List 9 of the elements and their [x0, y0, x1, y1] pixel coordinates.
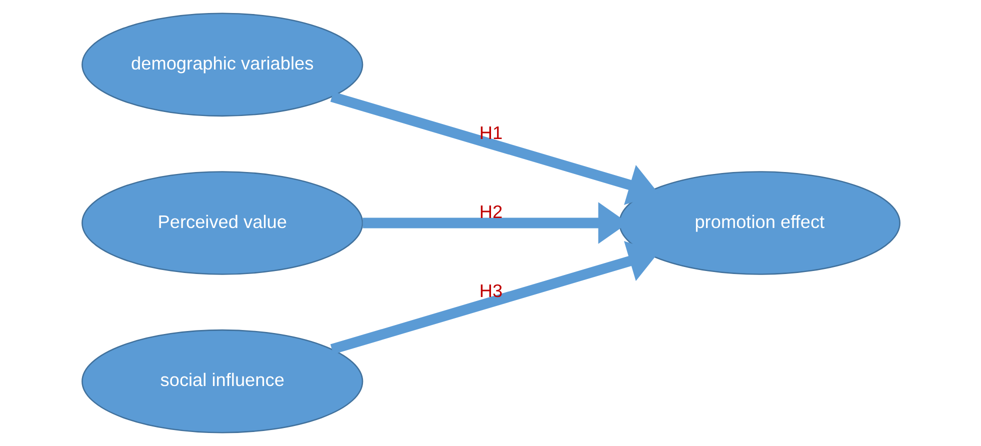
edge-label: H3: [478, 281, 502, 302]
node-ellipse: promotion effect: [618, 171, 900, 275]
arrow: [330, 241, 658, 354]
node-ellipse: Perceived value: [81, 171, 363, 275]
edge-label: H2: [478, 202, 502, 222]
node-ellipse: demographic variables: [81, 12, 363, 117]
edge-label: H1: [478, 122, 502, 143]
arrow: [330, 92, 658, 205]
node-ellipse: social influence: [81, 329, 363, 434]
